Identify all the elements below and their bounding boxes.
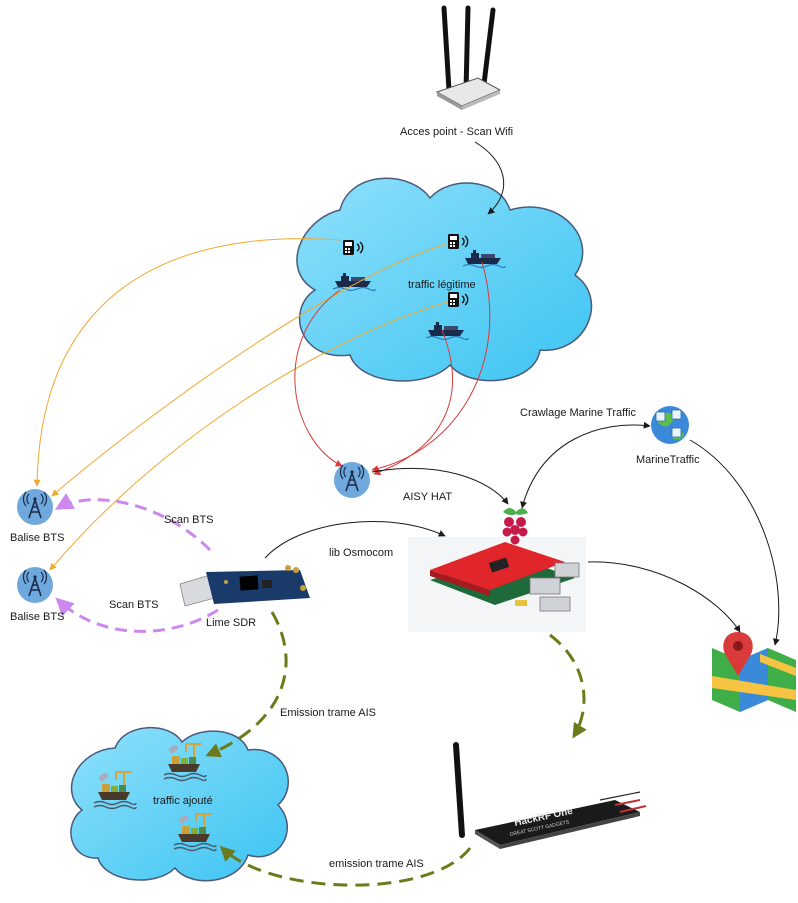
arrow-orange-phone3-to-balise-bottom <box>49 301 448 571</box>
hackrf-one-device: HackRF One GREAT SCOTT GADGETS <box>453 742 647 849</box>
arrow-pi-to-map <box>587 561 741 633</box>
aisy-hat-label: AISY HAT <box>403 491 453 503</box>
aisy-hat-cell-tower-icon <box>333 461 371 499</box>
balise-bts-bottom-label: Balise BTS <box>10 611 65 623</box>
cell-tower-icon <box>16 566 54 604</box>
traffic-added-label: traffic ajouté <box>153 795 213 807</box>
arrow-aisy-to-pi <box>371 467 509 505</box>
traffic-legit-label: traffic légitime <box>408 279 476 291</box>
raspberry-pi-board <box>408 537 586 632</box>
arrow-access-point-to-cloud <box>474 141 505 215</box>
emission-ais-top-label: Emission trame AIS <box>280 707 376 719</box>
added-traffic-cloud <box>70 727 289 882</box>
arrow-emission-pi-to-hackrf <box>549 633 587 739</box>
arrow-red-ship2-to-aisy <box>371 261 491 473</box>
arrow-emission-lime-to-cloud <box>205 611 288 758</box>
globe-icon <box>651 406 689 444</box>
cell-tower-icon <box>16 488 54 526</box>
lime-sdr-label: Lime SDR <box>206 617 257 629</box>
scan-bts-top-label: Scan BTS <box>164 514 214 526</box>
emission-ais-bottom-label: emission trame AIS <box>329 858 424 870</box>
arrow-lime-to-pi <box>264 521 446 559</box>
arrow-pi-marinetraffic <box>520 421 651 509</box>
map-pin-icon <box>712 632 796 712</box>
arrow-red-ship3-to-aisy <box>373 329 453 476</box>
arrow-emission-hackrf-to-cloud <box>219 845 472 887</box>
antenna-router-icon <box>435 5 502 110</box>
lib-osmocom-label: lib Osmocom <box>329 547 394 559</box>
arrow-orange-phone2-to-balise-top <box>51 243 447 497</box>
access-point-label: Acces point - Scan Wifi <box>400 126 514 138</box>
arrow-marinetraffic-to-map <box>689 439 780 646</box>
raspberry-pi-logo-icon <box>502 508 528 545</box>
arrow-orange-phone1-to-balise-top <box>33 238 341 487</box>
lime-sdr-board <box>179 565 310 607</box>
scan-bts-bottom-label: Scan BTS <box>109 599 159 611</box>
marinetraffic-label: MarineTraffic <box>636 454 700 466</box>
balise-bts-top-label: Balise BTS <box>10 532 65 544</box>
crawl-label: Crawlage Marine Traffic <box>520 407 636 419</box>
arrow-scan-bts-top <box>54 493 212 552</box>
arrow-red-ship1-to-aisy <box>294 289 343 467</box>
arrow-scan-bts-bottom <box>55 597 219 633</box>
